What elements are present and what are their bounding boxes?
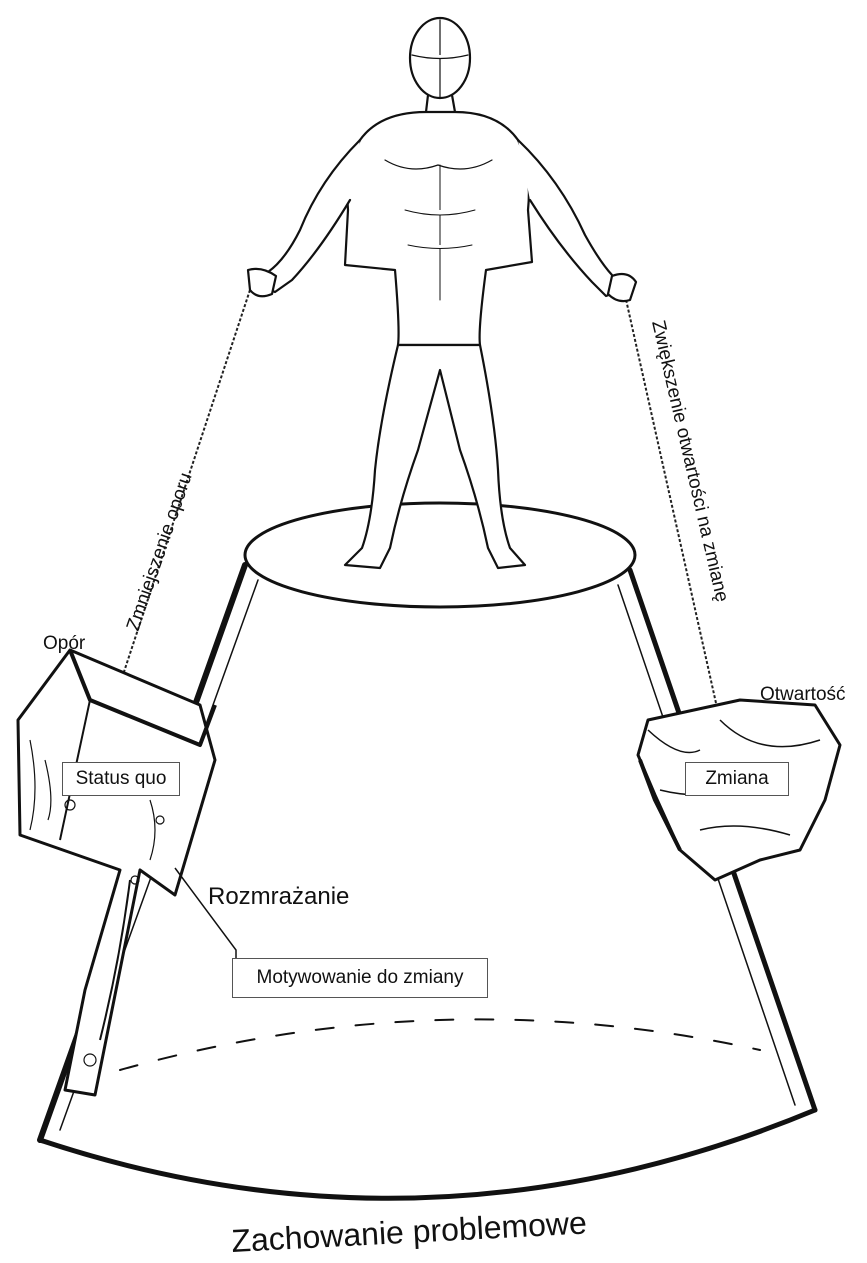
increase-openness-label: Zwiększenie otwartości na zmianę	[647, 318, 732, 604]
openness-label: Otwartość	[760, 684, 846, 706]
reduce-resistance-label: Zmniejszenie oporu	[123, 470, 197, 634]
ice-block-icon	[18, 650, 215, 1095]
connector-line	[175, 868, 236, 958]
unfreezing-label: Rozmrażanie	[208, 883, 349, 911]
problem-behavior-label: Zachowanie problemowe	[230, 1204, 587, 1258]
resistance-label: Opór	[43, 633, 85, 655]
person-figure-icon	[248, 18, 636, 568]
change-box: Zmiana	[685, 762, 789, 796]
motivating-box: Motywowanie do zmiany	[232, 958, 488, 998]
status-quo-box: Status quo	[62, 762, 180, 796]
